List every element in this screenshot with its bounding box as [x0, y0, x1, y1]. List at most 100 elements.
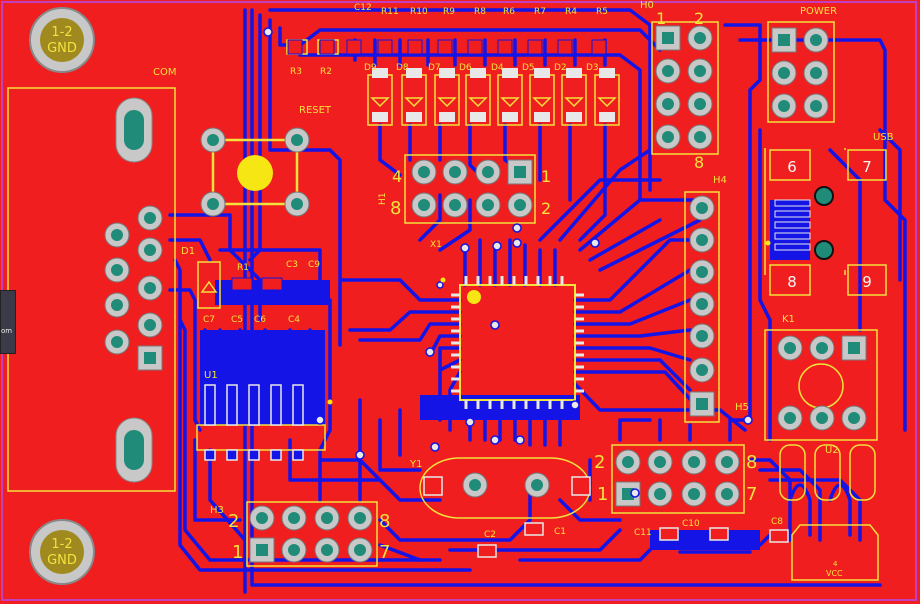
pad-drill	[291, 198, 303, 210]
com-label: COM	[153, 67, 176, 78]
pad-drill	[662, 131, 674, 143]
k1-label: K1	[782, 314, 795, 325]
pad-drill	[654, 488, 666, 500]
silk-labels: 1-2 GND 1-2 GND COM RESET POWER USB H0 H…	[47, 0, 894, 578]
pad-drill	[111, 264, 123, 276]
pad-drill	[810, 100, 822, 112]
pad-drill	[111, 229, 123, 241]
pad-drill	[696, 266, 708, 278]
smd-pad	[769, 529, 789, 543]
h0-outline	[651, 21, 719, 155]
pad-drill	[721, 488, 733, 500]
diode-label: D4	[491, 63, 504, 73]
u2-vcc-outline	[791, 524, 879, 581]
pad-drill	[694, 98, 706, 110]
vcc-pin-label: 4	[833, 560, 838, 568]
pad-drill	[696, 298, 708, 310]
h1-label: H1	[378, 193, 388, 206]
side-panel-tab-text: om	[1, 327, 13, 335]
vcc-label: VCC	[826, 569, 843, 578]
pad-drill	[288, 544, 300, 556]
reset-switch-outline	[211, 138, 299, 206]
trace-layer	[168, 8, 907, 594]
h1-outline	[404, 154, 536, 224]
h4-outline	[684, 191, 720, 423]
pin-number: 2	[594, 452, 605, 473]
d1-label: D1	[181, 246, 195, 257]
com-db9	[115, 97, 153, 483]
resistor-label: R5	[596, 7, 608, 17]
pin-number: 8	[694, 153, 704, 172]
smd-pad	[571, 476, 591, 496]
pad-drill	[848, 412, 860, 424]
usb-label: USB	[873, 132, 894, 143]
diode-label: D6	[459, 63, 472, 73]
resistor-label: R7	[534, 7, 546, 17]
usb-pad-number: 6	[787, 158, 797, 176]
pad-drill	[354, 512, 366, 524]
pad-drill	[207, 134, 219, 146]
pad-drill	[816, 412, 828, 424]
diode-label: D8	[396, 63, 409, 73]
mcu-pins	[451, 276, 584, 409]
mount-hole-net-bottom: GND	[47, 41, 77, 56]
pin-number: 8	[379, 511, 390, 532]
pad-drill	[688, 488, 700, 500]
h4-label: H4	[713, 175, 727, 186]
resistor-label: R8	[474, 7, 486, 17]
pad-drill	[321, 512, 333, 524]
cap-label: C7	[203, 315, 215, 325]
mount-hole-net-top: 1-2	[51, 537, 72, 552]
resistor-label: R10	[410, 7, 428, 17]
cap-label: C11	[634, 528, 652, 538]
pad-drill	[291, 134, 303, 146]
c12-label: C12	[354, 3, 372, 13]
usb-pad-number: 8	[787, 273, 797, 291]
smd-pad	[709, 527, 729, 541]
resistor-label: R4	[565, 7, 577, 17]
resistor-label: R9	[443, 7, 455, 17]
cap-label: C8	[771, 517, 783, 527]
pad-drill	[784, 412, 796, 424]
pad-drill	[688, 456, 700, 468]
mount-hole-bottom-left	[29, 519, 95, 585]
pad-drill	[482, 166, 494, 178]
diode-label: D5	[522, 63, 535, 73]
pad-drill	[449, 199, 461, 211]
mount-hole-net-bottom: GND	[47, 553, 77, 568]
pad-drill	[696, 364, 708, 376]
cap-label: C3	[286, 260, 298, 270]
pin-number: 7	[379, 542, 390, 563]
mount-hole-net-top: 1-2	[51, 25, 72, 40]
smd-pads	[372, 68, 615, 122]
pin-number: 1	[232, 542, 243, 563]
cap-label: C9	[308, 260, 320, 270]
pad-drill	[449, 166, 461, 178]
through-hole-pads	[104, 25, 867, 563]
smd-pad	[477, 544, 497, 558]
pad-drill	[418, 166, 430, 178]
pin-number: 2	[228, 511, 239, 532]
pad-drill	[810, 67, 822, 79]
diode-label: D2	[554, 63, 567, 73]
usb-pad-number: 9	[862, 273, 872, 291]
marker-dots	[327, 240, 771, 405]
y1-outline	[419, 457, 591, 519]
pad-drill	[694, 131, 706, 143]
pad-drill	[514, 166, 526, 178]
h5-label: H5	[735, 402, 749, 413]
h3-label: H3	[210, 505, 224, 516]
pad-drill	[469, 479, 481, 491]
smd-pad	[524, 522, 544, 536]
mount-hole-top-left	[29, 7, 95, 73]
cap-label: C5	[231, 315, 243, 325]
pin-number: 1	[597, 484, 608, 505]
cap-label: C2	[484, 530, 496, 540]
com-connector-outline	[7, 87, 176, 492]
usb-pins	[774, 199, 811, 251]
side-panel-tab[interactable]: om	[0, 290, 16, 354]
resistor-pads	[231, 39, 607, 291]
pin-number: 2	[541, 199, 551, 218]
pad-drill	[482, 199, 494, 211]
pad-drill	[778, 34, 790, 46]
